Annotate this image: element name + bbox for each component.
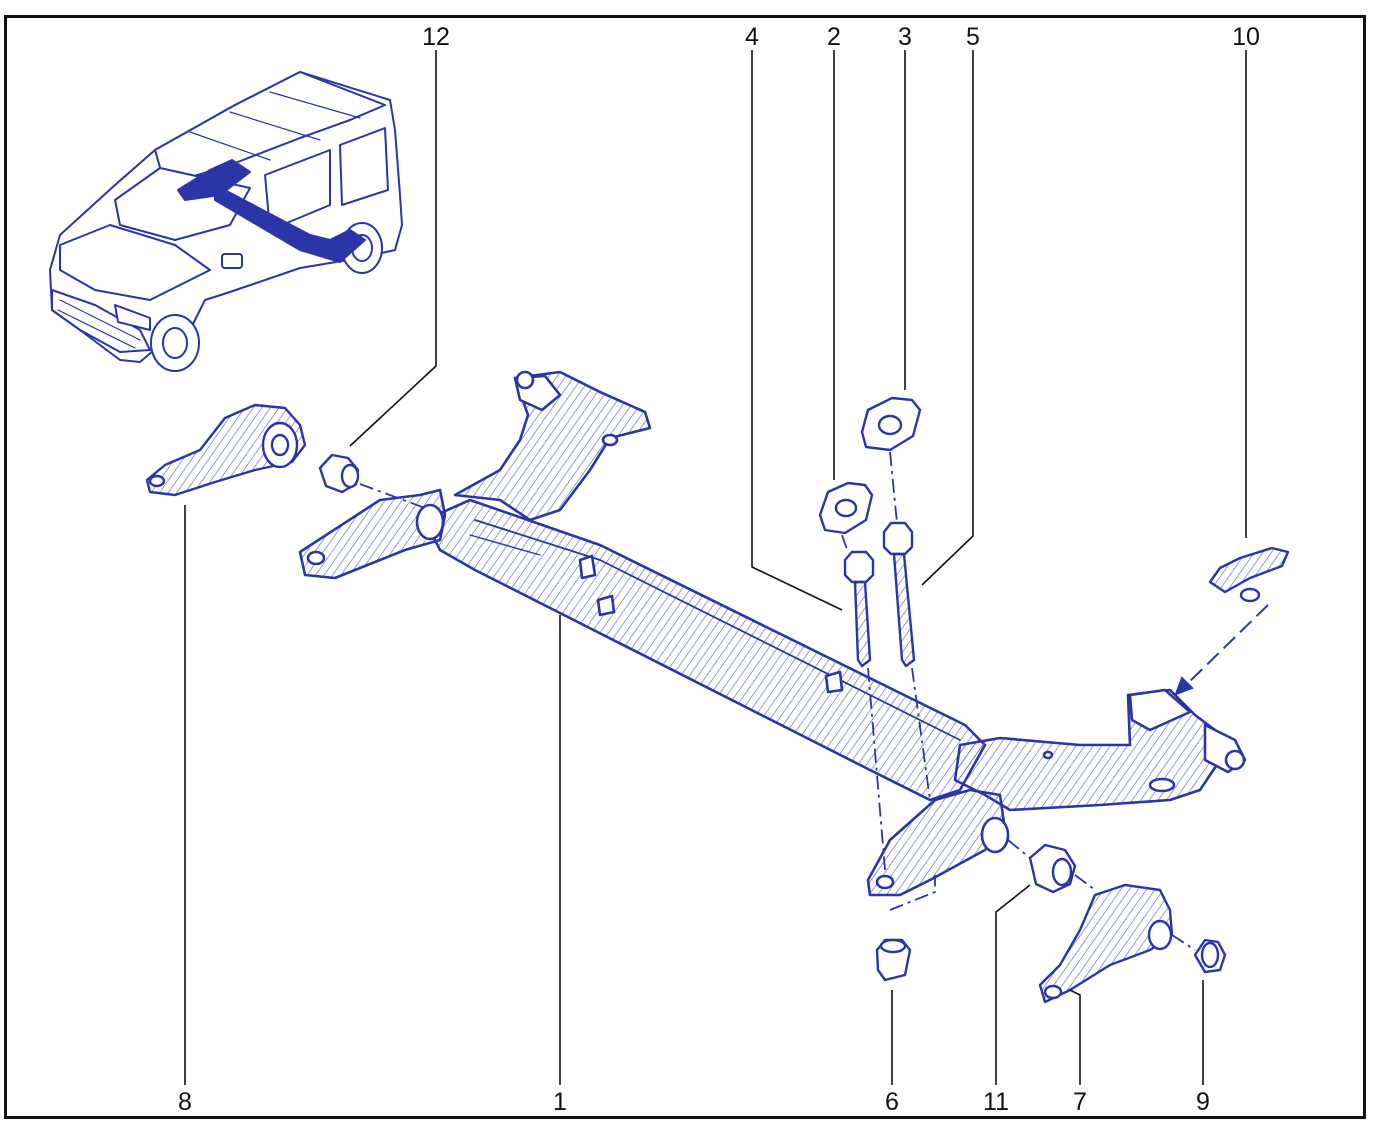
end-cap (1193, 938, 1227, 974)
lock-plate-lower (818, 481, 874, 535)
bolt-short (843, 550, 875, 668)
callout-leaders (184, 50, 1247, 1085)
callout-9: 9 (1196, 1088, 1210, 1116)
right-pivot-bracket (1038, 883, 1174, 1004)
callout-11: 11 (983, 1088, 1009, 1116)
callout-5: 5 (966, 23, 980, 51)
right-mount-bracket (1208, 546, 1290, 603)
left-pivot-bracket (145, 403, 307, 497)
rear-axle-beam (298, 370, 1247, 897)
callout-3: 3 (898, 23, 912, 51)
nut (875, 938, 912, 982)
left-bush (318, 453, 360, 494)
callout-1: 1 (553, 1088, 567, 1116)
callout-4: 4 (745, 23, 759, 51)
lock-plate-upper (860, 396, 922, 452)
right-bush (1028, 843, 1077, 894)
callout-10: 10 (1232, 23, 1260, 51)
mount-arrow (1174, 604, 1269, 696)
callout-12: 12 (422, 23, 450, 51)
callout-labels: 12 4 2 3 5 10 8 1 6 11 7 9 (178, 22, 1260, 1116)
assembly-lines (359, 451, 1196, 951)
callout-8: 8 (178, 1088, 192, 1116)
callout-2: 2 (827, 23, 841, 51)
van-illustration (49, 71, 403, 372)
callout-6: 6 (885, 1088, 899, 1116)
bolt-long (882, 521, 916, 668)
callout-7: 7 (1073, 1088, 1087, 1116)
